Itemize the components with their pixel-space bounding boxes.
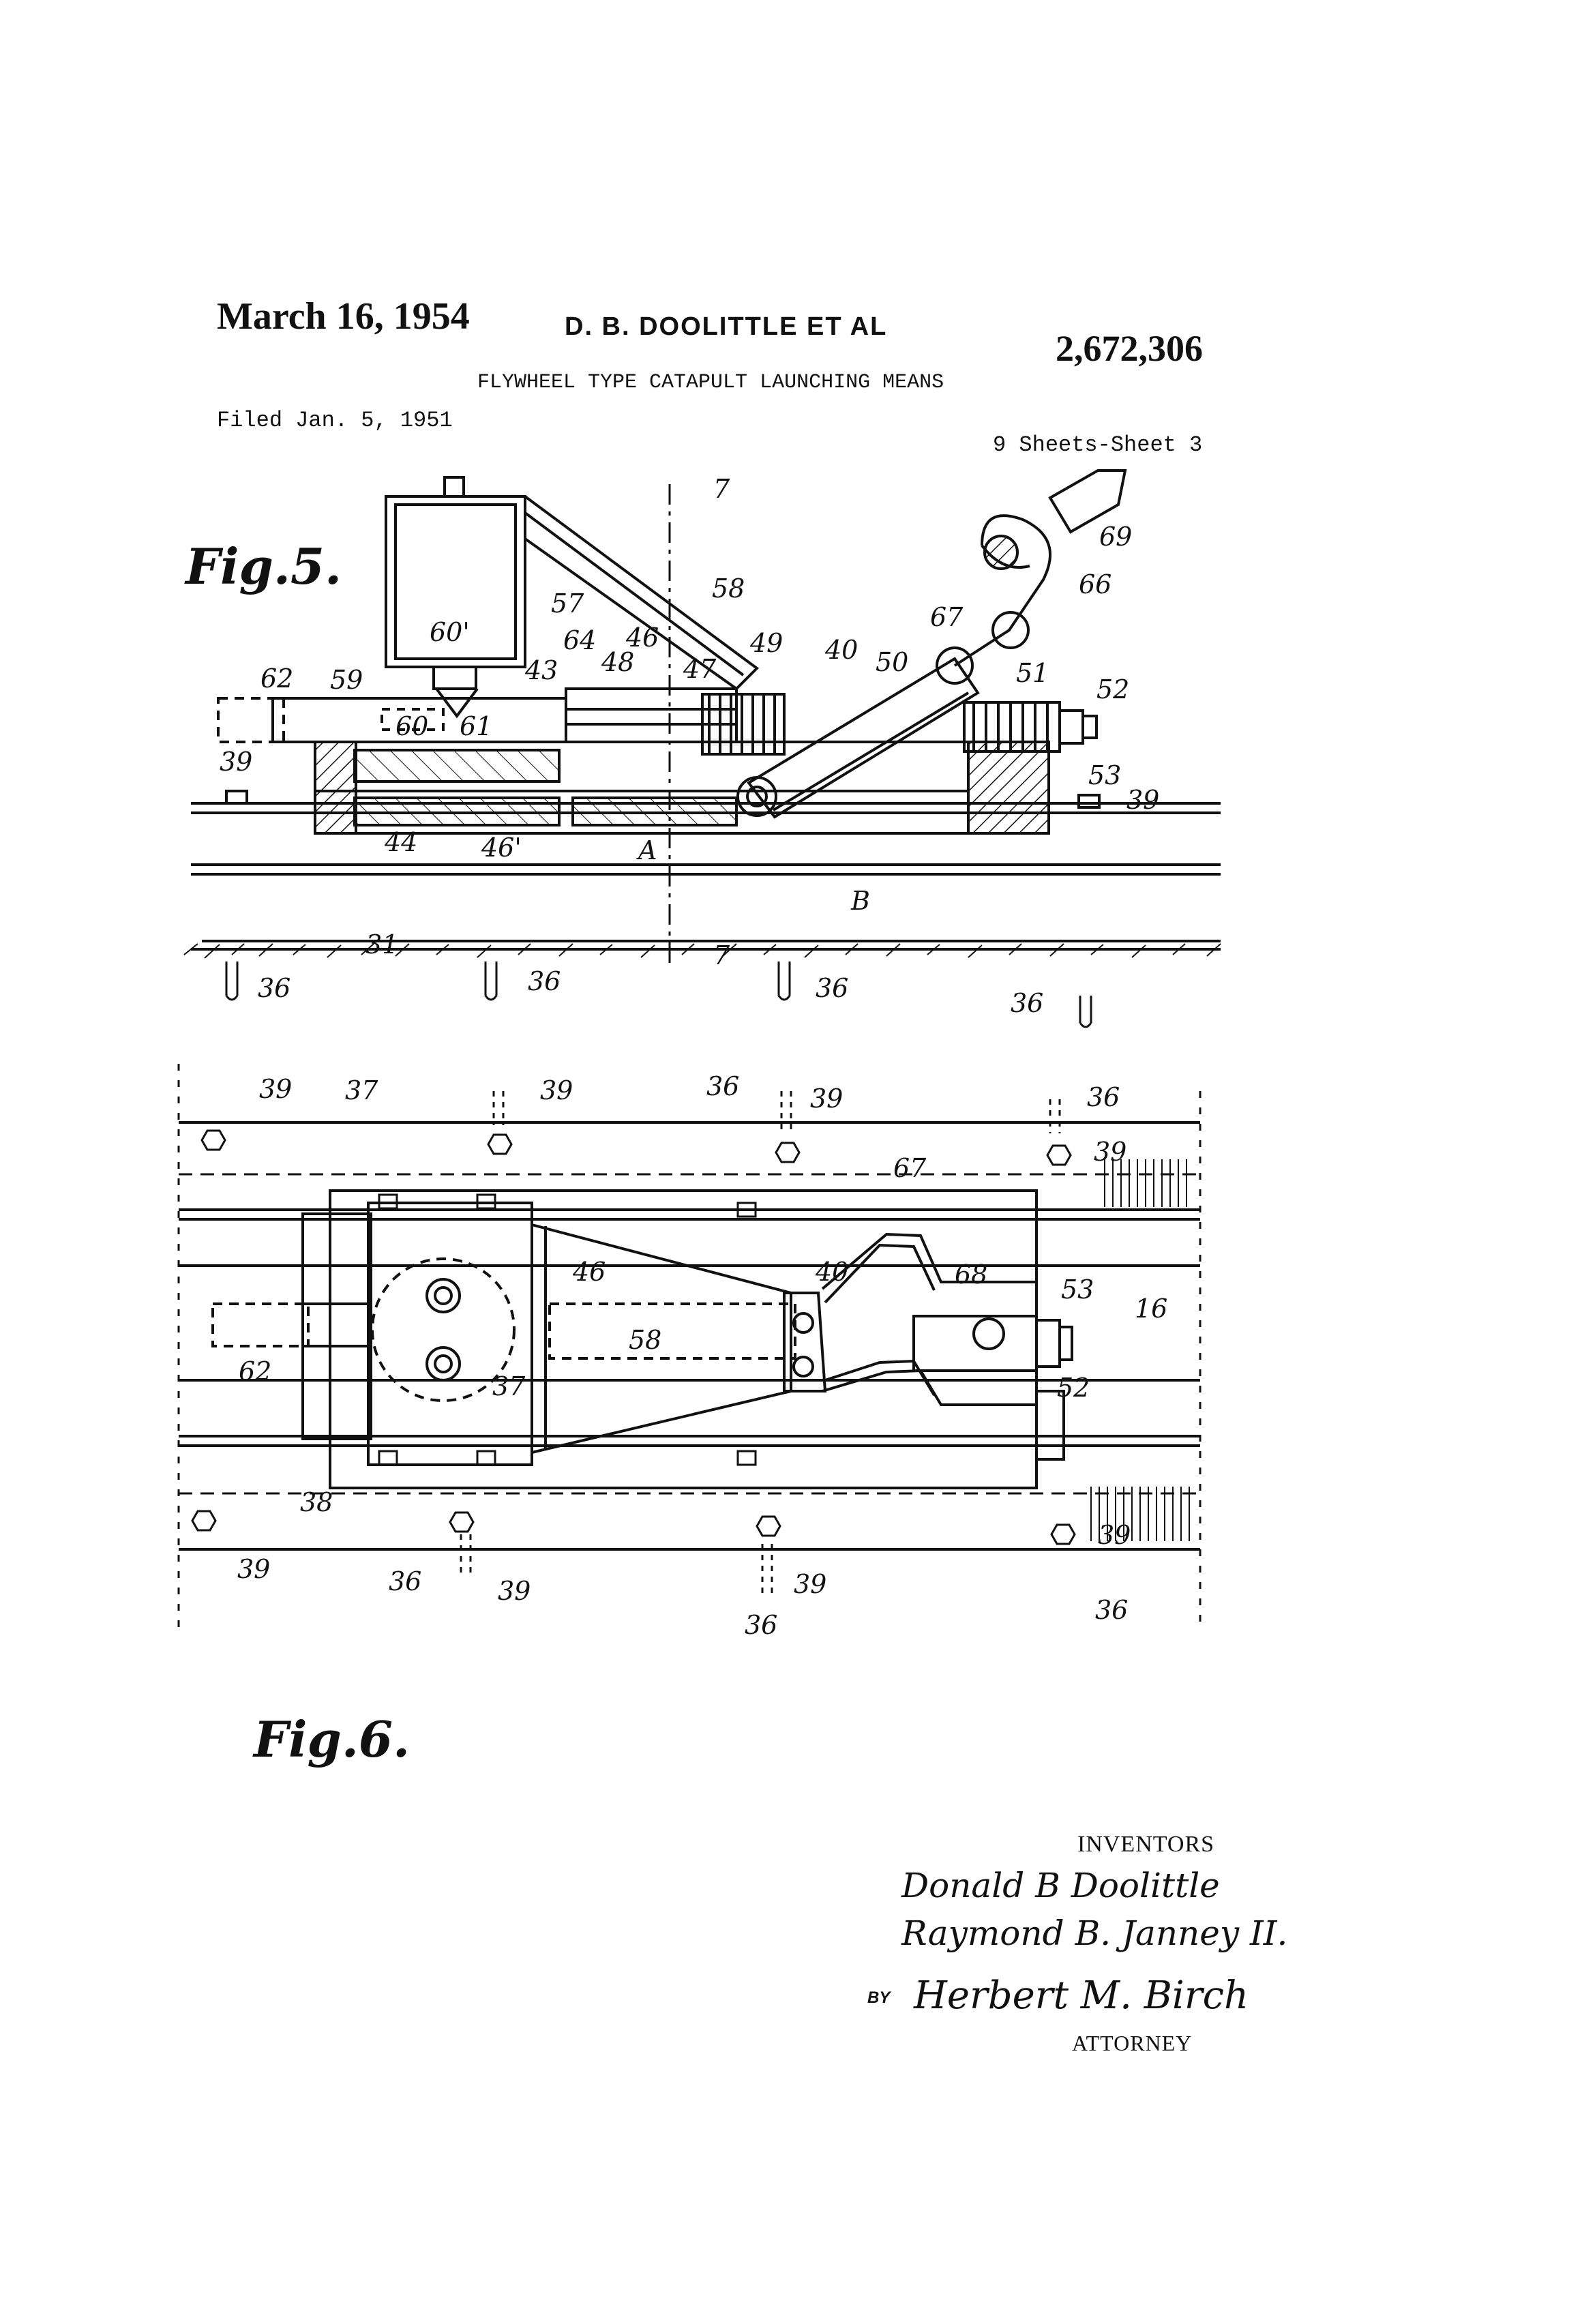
- callout-36-d: 36: [745, 1610, 777, 1640]
- callout-39-g: 39: [794, 1569, 826, 1599]
- callout-53: 53: [1061, 1275, 1094, 1305]
- callout-37-b: 37: [492, 1371, 526, 1401]
- callout-36-a: 36: [706, 1071, 739, 1101]
- callout-39-a: 39: [259, 1074, 292, 1104]
- callout-52: 52: [1057, 1373, 1090, 1403]
- callout-67: 67: [893, 1153, 927, 1183]
- callout-37-a: 37: [345, 1075, 378, 1105]
- callout-68: 68: [955, 1260, 987, 1290]
- callout-39-h: 39: [1098, 1520, 1131, 1550]
- callout-16: 16: [1135, 1294, 1167, 1324]
- inventors-label: INVENTORS: [1077, 1832, 1214, 1858]
- inventor-signature-2: Raymond B. Janney II.: [901, 1913, 1287, 1953]
- callout-62: 62: [239, 1356, 271, 1386]
- callout-58: 58: [629, 1325, 661, 1355]
- callout-39-d: 39: [1094, 1137, 1126, 1167]
- callout-38: 38: [300, 1487, 333, 1517]
- attorney-label: ATTORNEY: [1072, 2031, 1192, 2056]
- callout-39-c: 39: [810, 1084, 843, 1114]
- callout-40: 40: [815, 1257, 848, 1287]
- callout-36-b: 36: [1087, 1082, 1120, 1112]
- callout-39-b: 39: [540, 1075, 573, 1105]
- callout-39-f: 39: [498, 1576, 531, 1606]
- inventor-signature-1: Donald B Doolittle: [901, 1866, 1220, 1905]
- callout-36-e: 36: [1095, 1595, 1128, 1625]
- callout-39-e: 39: [237, 1554, 270, 1584]
- callout-46: 46: [572, 1257, 606, 1287]
- by-label: BY: [867, 1988, 890, 2008]
- callout-36-c: 36: [389, 1566, 421, 1596]
- attorney-signature: Herbert M. Birch: [914, 1973, 1249, 2018]
